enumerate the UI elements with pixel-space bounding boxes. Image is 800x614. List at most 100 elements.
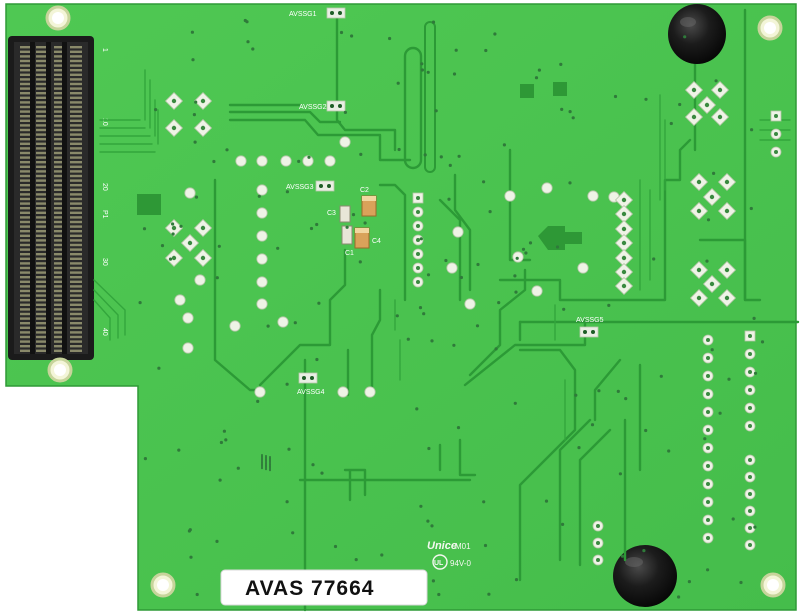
via xyxy=(418,306,423,310)
via xyxy=(497,301,501,305)
connector-pin xyxy=(20,69,32,72)
via xyxy=(187,529,191,533)
connector-pin xyxy=(36,289,48,293)
via xyxy=(561,522,565,527)
connector-pin xyxy=(54,165,66,168)
connector-pin xyxy=(36,78,48,81)
connector-pin xyxy=(20,230,32,233)
round-pad xyxy=(324,155,336,167)
connector-pin xyxy=(70,211,82,214)
pad-hole xyxy=(748,543,752,547)
round-pad xyxy=(446,262,458,274)
connector-pin xyxy=(54,230,66,233)
pad-hole xyxy=(696,208,702,214)
connector-pin xyxy=(36,234,48,237)
pad-hole xyxy=(416,280,420,284)
via xyxy=(191,58,195,62)
connector-pin xyxy=(54,253,66,256)
connector-pin xyxy=(70,59,82,63)
pad-hole xyxy=(416,224,420,228)
connector-pin xyxy=(54,207,66,210)
connector-pin xyxy=(70,119,82,122)
connector-pin xyxy=(70,285,82,288)
via xyxy=(514,290,518,294)
connector-pin xyxy=(54,308,66,311)
round-pad xyxy=(256,155,268,167)
vias xyxy=(138,18,765,599)
pad-hole xyxy=(724,179,730,185)
via xyxy=(194,195,199,199)
test-point: AVSSG2 xyxy=(299,100,346,112)
round-pad xyxy=(504,190,516,202)
via xyxy=(212,159,216,164)
via xyxy=(426,70,430,74)
via xyxy=(562,307,566,311)
via xyxy=(750,128,754,132)
via xyxy=(307,155,311,159)
connector-pin xyxy=(20,82,32,86)
pad-hole xyxy=(621,269,627,275)
via xyxy=(397,147,401,152)
pad-hole xyxy=(200,125,206,131)
connector-pin xyxy=(54,101,66,104)
connector-pin xyxy=(36,46,48,49)
pin-header-pads xyxy=(412,110,782,566)
connector-pin xyxy=(54,142,66,145)
connector-pin xyxy=(20,207,32,210)
via xyxy=(760,340,765,344)
via xyxy=(482,180,486,184)
serial-number: AVAS 77664 xyxy=(245,577,374,600)
pad-hole xyxy=(171,225,177,231)
test-points: AVSSG1 AVSSG2 AVSSG3 AVSSG4 AVSSG5 xyxy=(286,7,604,396)
pad-hole xyxy=(724,295,730,301)
round-pad xyxy=(364,386,376,398)
via xyxy=(215,539,219,544)
connector-pin xyxy=(20,55,32,58)
test-point-label: AVSSG5 xyxy=(576,317,604,324)
via xyxy=(215,276,219,280)
connector-pin xyxy=(54,59,66,63)
connector-pin xyxy=(36,128,48,132)
connector-pin xyxy=(36,243,48,247)
via xyxy=(537,68,542,72)
via xyxy=(333,544,338,549)
connector-pin xyxy=(70,253,82,256)
via xyxy=(419,504,423,508)
connector-pin xyxy=(54,92,66,95)
via xyxy=(727,377,731,381)
via xyxy=(502,143,506,147)
via xyxy=(423,153,427,157)
connector-pin xyxy=(70,170,82,173)
connector-pin xyxy=(70,266,82,270)
connector-pin xyxy=(20,105,32,109)
round-pad xyxy=(184,187,196,199)
via xyxy=(276,246,280,250)
via xyxy=(620,554,625,558)
via xyxy=(753,371,758,375)
connector-pin xyxy=(20,115,32,118)
via xyxy=(607,303,611,307)
via xyxy=(447,197,451,201)
connector-pin xyxy=(36,55,48,58)
via xyxy=(396,81,400,85)
round-pad xyxy=(587,190,599,202)
connector-pin xyxy=(36,340,48,343)
via xyxy=(749,206,753,211)
via xyxy=(406,337,410,341)
connector-pin-label: 20 xyxy=(101,183,108,191)
pad-hole xyxy=(748,475,752,479)
connector-pin xyxy=(20,119,32,122)
via xyxy=(683,35,687,39)
rubber-foot xyxy=(613,545,677,607)
connector-pin xyxy=(54,345,66,348)
via xyxy=(513,274,517,278)
connector-pin xyxy=(70,216,82,219)
connector-pin xyxy=(20,133,32,136)
connector-pin xyxy=(20,312,32,316)
via xyxy=(171,222,175,226)
round-pad xyxy=(256,276,268,288)
via xyxy=(521,247,526,251)
connector-pin xyxy=(20,128,32,132)
connector-pin xyxy=(70,124,82,127)
connector-pin xyxy=(36,138,48,141)
